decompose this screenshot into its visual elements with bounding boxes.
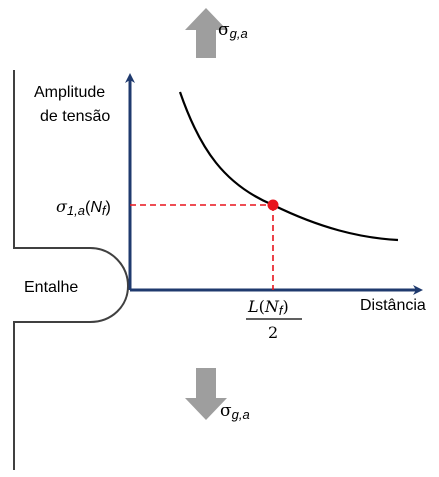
svg-text:L(Nf): L(Nf) [247, 297, 289, 318]
y-axis-label-line1: Amplitude [34, 84, 105, 101]
notch-label: Entalhe [24, 279, 78, 296]
critical-point [267, 199, 279, 211]
point-label: σ1,a(Nf) [56, 197, 111, 218]
top-stress-arrow-icon [185, 8, 227, 58]
bottom-stress-arrow-icon [185, 368, 227, 420]
stress-curve [178, 91, 399, 242]
y-axis-label-line2: de tensão [40, 108, 110, 125]
distance-label: L(Nf) 2 [246, 297, 302, 342]
bottom-stress-label: σg,a [220, 401, 250, 422]
svg-text:2: 2 [268, 323, 278, 342]
x-axis-label: Distância [360, 297, 426, 314]
specimen-outline [13, 70, 130, 470]
top-stress-label: σg,a [218, 20, 248, 41]
